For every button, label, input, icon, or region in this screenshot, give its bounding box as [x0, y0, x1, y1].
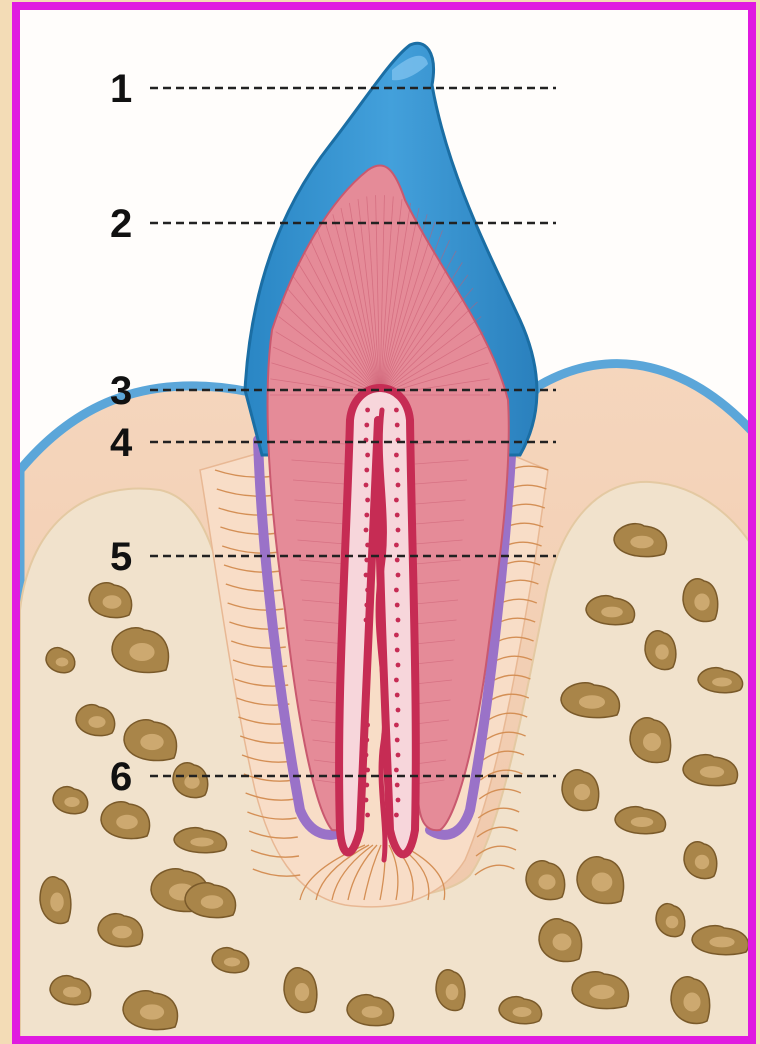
pulp-cell-dot [364, 558, 369, 563]
pulp-cell-dot [396, 663, 401, 668]
pulp-cell-dot [364, 798, 369, 803]
pulp-cell-dot [396, 798, 401, 803]
pulp-cell-dot [364, 483, 369, 488]
bone-cavity-inner [631, 817, 654, 827]
pulp-cell-dot [395, 693, 400, 698]
pulp-cell-dot [365, 723, 370, 728]
pulp-cell-dot [394, 543, 399, 548]
bone-cavity-inner [694, 593, 709, 610]
label-number-4: 4 [110, 421, 133, 465]
bone-cavity-inner [112, 926, 132, 939]
bone-cavity-inner [601, 607, 623, 618]
bone-cavity-inner [140, 1004, 164, 1019]
pulp-cell-dot [395, 603, 400, 608]
pulp-cell-dot [395, 558, 400, 563]
pulp-cell-dot [395, 423, 400, 428]
pulp-cell-dot [364, 663, 369, 668]
bone-cavity-inner [655, 644, 669, 659]
pulp-cell-dot [394, 453, 399, 458]
pulp-cell-dot [394, 588, 399, 593]
bone-cavity-inner [709, 937, 734, 948]
pulp-cell-dot [364, 708, 369, 713]
pulp-cell-dot [364, 603, 369, 608]
bone-cavity-inner [589, 985, 614, 999]
pulp-cell-dot [395, 513, 400, 518]
pulp-cell-dot [364, 693, 369, 698]
pulp-cell-dot [394, 633, 399, 638]
pulp-cell-dot [364, 648, 369, 653]
pulp-cell-dot [396, 528, 401, 533]
pulp-cell-dot [364, 753, 369, 758]
pulp-cell-dot [364, 573, 369, 578]
bone-cavity-inner [630, 536, 653, 549]
bone-cavity-inner [116, 815, 138, 829]
bone-cavity-inner [190, 838, 213, 847]
bone-cavity-inner [362, 1006, 383, 1018]
pulp-cell-dot [394, 498, 399, 503]
pulp-cell-dot [395, 783, 400, 788]
pulp-cell-dot [364, 783, 369, 788]
bone-cavity-inner [88, 716, 105, 728]
bone-cavity-inner [643, 733, 661, 751]
pulp-cell-dot [395, 648, 400, 653]
pulp-cell-dot [364, 618, 369, 623]
bone-cavity-inner [224, 958, 240, 967]
pulp-cell-dot [365, 813, 370, 818]
bone-cavity-inner [683, 993, 700, 1012]
bone-cavity-inner [446, 984, 459, 1000]
pulp-cell-dot [364, 738, 369, 743]
bone-cavity-inner [579, 695, 605, 709]
bone-cavity-inner [64, 797, 79, 807]
bone-cavity-inner [695, 855, 709, 869]
pulp-cell-dot [396, 573, 401, 578]
pulp-cell-dot [396, 618, 401, 623]
label-number-5: 5 [110, 535, 132, 579]
pulp-cell-dot [365, 498, 370, 503]
pulp-cell-dot [365, 678, 370, 683]
pulp-cell-dot [394, 768, 399, 773]
pulp-cell-dot [394, 408, 399, 413]
pulp-cell-dot [365, 633, 370, 638]
pulp-cell-dot [364, 528, 369, 533]
pulp-cell-dot [396, 483, 401, 488]
pulp-cell-dot [365, 408, 370, 413]
bone-cavity-inner [712, 678, 732, 687]
pulp-cell-dot [365, 588, 370, 593]
pulp-cell-dot [395, 738, 400, 743]
pulp-cell-dot [364, 423, 369, 428]
bone-cavity-inner [50, 893, 64, 912]
pulp-cell-dot [364, 468, 369, 473]
bone-cavity-inner [129, 643, 154, 661]
pulp-cell-dot [365, 768, 370, 773]
bone-cavity-inner [140, 734, 163, 750]
pulp-cell-dot [394, 813, 399, 818]
bone-cavity-inner [201, 895, 224, 909]
bone-cavity-inner [700, 766, 724, 778]
label-number-6: 6 [110, 755, 132, 799]
bone-cavity-inner [592, 873, 613, 892]
pulp-cell-dot [365, 543, 370, 548]
bone-cavity-inner [574, 784, 590, 800]
bone-cavity-inner [56, 658, 69, 667]
bone-cavity-inner [538, 874, 555, 889]
pulp-cell-dot [394, 678, 399, 683]
pulp-cell-dot [365, 453, 370, 458]
pulp-cell-dot [396, 708, 401, 713]
pulp-cell-dot [395, 468, 400, 473]
label-number-3: 3 [110, 369, 132, 413]
label-number-2: 2 [110, 202, 132, 246]
pulp-cell-dot [396, 753, 401, 758]
pulp-cell-dot [364, 513, 369, 518]
bone-cavity-inner [513, 1007, 532, 1017]
bone-cavity-inner [63, 987, 81, 998]
bone-cavity-inner [553, 933, 572, 950]
pulp-cell-dot [394, 723, 399, 728]
bone-cavity-inner [295, 983, 309, 1001]
bone-cavity-inner [666, 916, 679, 929]
label-number-1: 1 [110, 67, 132, 111]
bone-cavity-inner [103, 595, 122, 609]
